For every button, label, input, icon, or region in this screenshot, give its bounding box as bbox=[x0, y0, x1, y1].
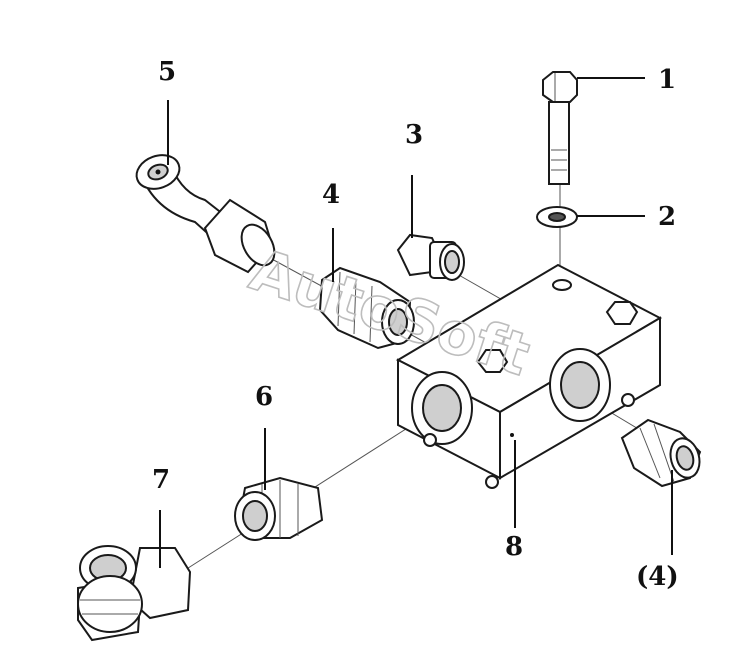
part-label-3: 3 bbox=[405, 120, 423, 150]
union-fitting-part-4-repeat bbox=[620, 418, 702, 488]
part-label-2: 2 bbox=[658, 202, 676, 232]
watermark: AutoSoft bbox=[243, 235, 538, 389]
manifold-block-part-8 bbox=[395, 263, 663, 489]
part-label-4-repeat: (4) bbox=[636, 562, 679, 592]
plug-fitting-part-3 bbox=[396, 233, 465, 281]
elbow-fitting-part-7 bbox=[77, 545, 192, 642]
washer-part-2 bbox=[536, 206, 578, 228]
part-label-8: 8 bbox=[505, 532, 523, 562]
elbow-fitting-part-5 bbox=[135, 154, 276, 274]
union-fitting-part-4 bbox=[318, 266, 415, 350]
union-fitting-part-6 bbox=[234, 476, 324, 541]
bolt-part-1 bbox=[542, 71, 578, 185]
part-label-6: 6 bbox=[255, 382, 273, 412]
part-label-1: 1 bbox=[658, 65, 676, 95]
part-label-7: 7 bbox=[152, 465, 170, 495]
leader-lines bbox=[159, 77, 673, 568]
part-label-5: 5 bbox=[158, 57, 176, 87]
part-label-4: 4 bbox=[322, 180, 340, 210]
